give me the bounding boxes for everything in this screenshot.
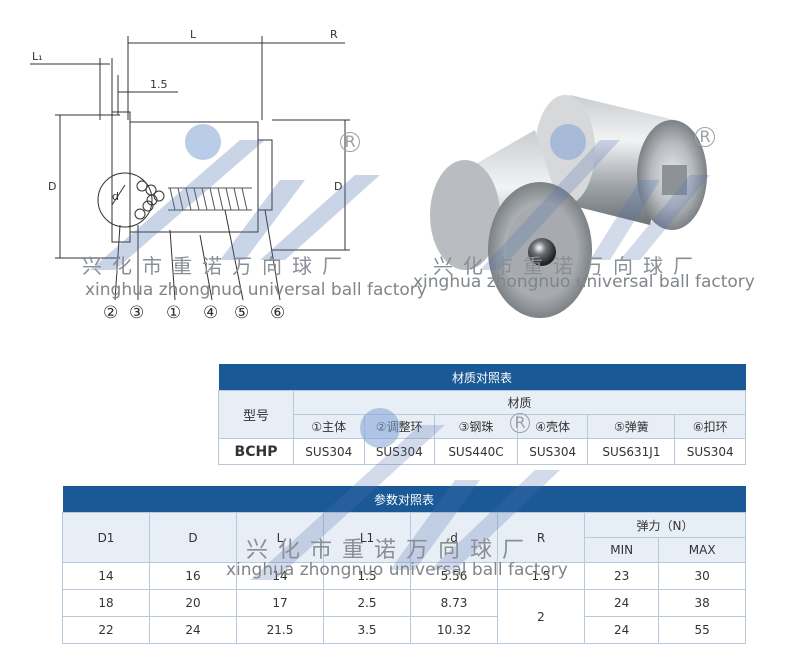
param-cell: 55 bbox=[658, 616, 746, 644]
param-cell: 22 bbox=[62, 616, 150, 644]
watermark-reg-photo: R bbox=[695, 127, 715, 147]
param-table-title: 参数对照表 bbox=[62, 486, 746, 513]
param-cell: 3.5 bbox=[323, 616, 411, 644]
param-cell: 24 bbox=[149, 616, 237, 644]
part-marker-4: ④ bbox=[203, 303, 218, 323]
part-marker-2: ② bbox=[103, 303, 118, 323]
param-cell: 20 bbox=[149, 589, 237, 617]
parameter-table: 参数对照表 D1 D L L1 d R 弹力（N） MIN MAX 14 16 … bbox=[62, 486, 746, 644]
dim-label-L1: L₁ bbox=[32, 50, 43, 63]
param-header-R: R bbox=[497, 512, 585, 563]
dim-label-d: d bbox=[112, 190, 119, 203]
dim-label-D-left: D bbox=[48, 180, 56, 193]
part-marker-1: ① bbox=[166, 303, 181, 323]
param-header-D: D bbox=[149, 512, 237, 563]
watermark-cn-drawing: 兴化市重诺万向球厂 bbox=[82, 254, 352, 278]
technical-drawing: L₁ L R 1.5 D D d ② ③ ① ④ ⑤ ⑥ bbox=[30, 28, 350, 323]
material-cell: SUS304 bbox=[674, 438, 746, 465]
param-cell: 38 bbox=[658, 589, 746, 617]
dim-label-gap: 1.5 bbox=[150, 78, 168, 91]
param-header-min: MIN bbox=[583, 537, 660, 563]
watermark-cn-photo: 兴化市重诺万向球厂 bbox=[433, 254, 703, 278]
watermark-logo-drawing bbox=[90, 120, 390, 270]
material-table-title: 材质对照表 bbox=[218, 364, 746, 391]
param-cell: 14 bbox=[62, 562, 150, 590]
part-marker-6: ⑥ bbox=[270, 303, 285, 323]
dim-label-R: R bbox=[330, 28, 338, 41]
param-cell: 23 bbox=[583, 562, 660, 590]
param-cell: 30 bbox=[658, 562, 746, 590]
param-header-L1: L1 bbox=[323, 512, 411, 563]
material-header: 材质 bbox=[293, 390, 746, 415]
param-header-max: MAX bbox=[658, 537, 746, 563]
material-cell: SUS440C bbox=[434, 438, 518, 465]
param-cell: 2.5 bbox=[323, 589, 411, 617]
model-value: BCHP bbox=[218, 438, 294, 465]
param-header-force: 弹力（N） bbox=[584, 512, 746, 538]
watermark-logo-photo bbox=[480, 120, 720, 270]
dim-label-D-right: D bbox=[334, 180, 342, 193]
dim-label-L: L bbox=[190, 28, 197, 41]
watermark-reg-table: R bbox=[510, 413, 530, 433]
param-cell: 2 bbox=[497, 589, 585, 644]
param-cell: 14 bbox=[236, 562, 324, 590]
watermark-en-photo: xinghua zhongnuo universal ball factory bbox=[413, 272, 755, 292]
param-cell: 16 bbox=[149, 562, 237, 590]
watermark-cn-table: 兴化市重诺万向球厂 bbox=[246, 538, 535, 563]
part-marker-3: ③ bbox=[129, 303, 144, 323]
watermark-reg-drawing: R bbox=[340, 132, 360, 152]
material-cell: SUS304 bbox=[363, 438, 436, 465]
param-cell: 24 bbox=[583, 616, 660, 644]
material-col-retaining-ring: ⑥扣环 bbox=[674, 414, 746, 439]
material-cell: SUS304 bbox=[293, 438, 365, 465]
material-col-steel-ball: ③钢珠 bbox=[434, 414, 518, 439]
material-cell: SUS304 bbox=[516, 438, 589, 465]
param-cell: 21.5 bbox=[236, 616, 324, 644]
watermark-logo-table bbox=[250, 400, 570, 580]
param-cell: 5.56 bbox=[410, 562, 498, 590]
param-cell: 24 bbox=[583, 589, 660, 617]
watermark-en-table: xinghua zhongnuo universal ball factory bbox=[226, 560, 568, 580]
param-cell: 10.32 bbox=[410, 616, 498, 644]
param-cell: 18 bbox=[62, 589, 150, 617]
param-cell: 8.73 bbox=[410, 589, 498, 617]
model-header: 型号 bbox=[218, 390, 294, 439]
product-photo bbox=[430, 95, 707, 318]
watermark-en-drawing: xinghua zhongnuo universal ball factory bbox=[85, 280, 427, 300]
material-cell: SUS631J1 bbox=[587, 438, 676, 465]
param-cell: 17 bbox=[236, 589, 324, 617]
part-marker-5: ⑤ bbox=[234, 303, 249, 323]
param-header-D1: D1 bbox=[62, 512, 150, 563]
material-col-spring: ⑤弹簧 bbox=[587, 414, 676, 439]
